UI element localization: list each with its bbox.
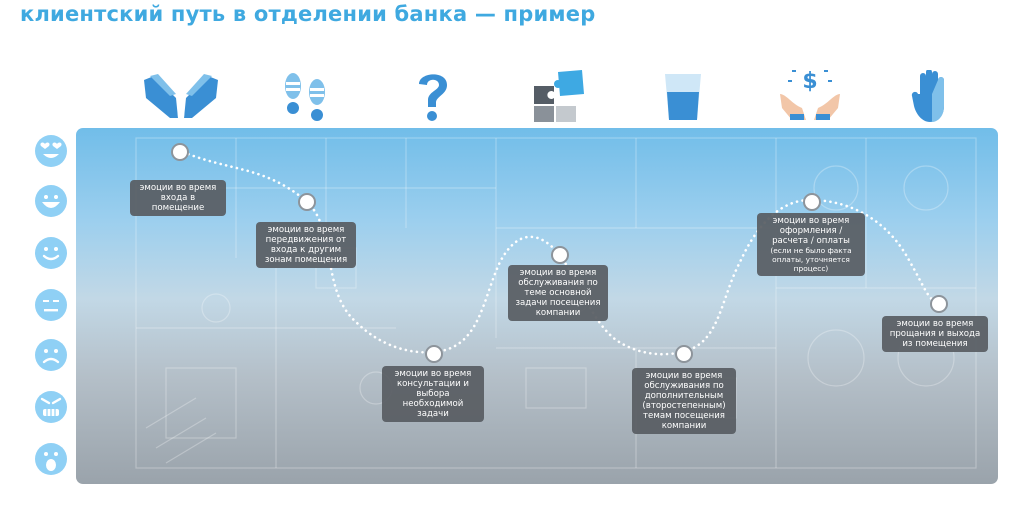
stage-label-main-service: эмоции во время обслуживания по теме осн…	[508, 265, 608, 321]
stage-point-extra-service	[675, 345, 693, 363]
water-glass-icon	[665, 74, 701, 120]
footprints-icon	[285, 73, 325, 121]
question-mark-icon	[419, 74, 447, 121]
neutral-face-icon	[35, 289, 67, 321]
svg-text:$: $	[802, 69, 817, 94]
stage-label-extra-service: эмоции во время обслуживания по дополнит…	[632, 368, 736, 434]
stage-point-consultation	[425, 345, 443, 363]
love-face-icon	[35, 135, 67, 167]
page-title: клиентский путь в отделении банка — прим…	[20, 2, 596, 26]
shocked-face-icon	[35, 443, 67, 475]
grinning-face-icon	[35, 185, 67, 217]
stage-label-entry: эмоции во время входа в помещение	[130, 180, 226, 216]
smiling-face-icon	[35, 237, 67, 269]
stage-label-consultation: эмоции во время консультации и выбора не…	[382, 366, 484, 422]
money-hands-icon: $	[780, 69, 840, 120]
stage-point-payment	[803, 193, 821, 211]
angry-face-icon	[35, 391, 67, 423]
raised-hand-icon	[911, 70, 944, 122]
sad-face-icon	[35, 339, 67, 371]
stage-label-payment: эмоции во время оформления / расчета / о…	[757, 213, 865, 276]
puzzle-icon	[534, 70, 584, 122]
stage-label-payment-text: эмоции во время оформления / расчета / о…	[772, 216, 850, 246]
stage-point-movement	[298, 193, 316, 211]
stage-point-entry	[171, 143, 189, 161]
stage-label-movement: эмоции во время передвижения от входа к …	[256, 222, 356, 268]
stage-point-exit	[930, 295, 948, 313]
stage-point-main-service	[551, 246, 569, 264]
hands-icon	[144, 74, 218, 118]
stage-label-payment-note: (если не было факта оплаты, уточняется п…	[770, 246, 852, 273]
stage-label-exit: эмоции во время прощания и выхода из пом…	[882, 316, 988, 352]
